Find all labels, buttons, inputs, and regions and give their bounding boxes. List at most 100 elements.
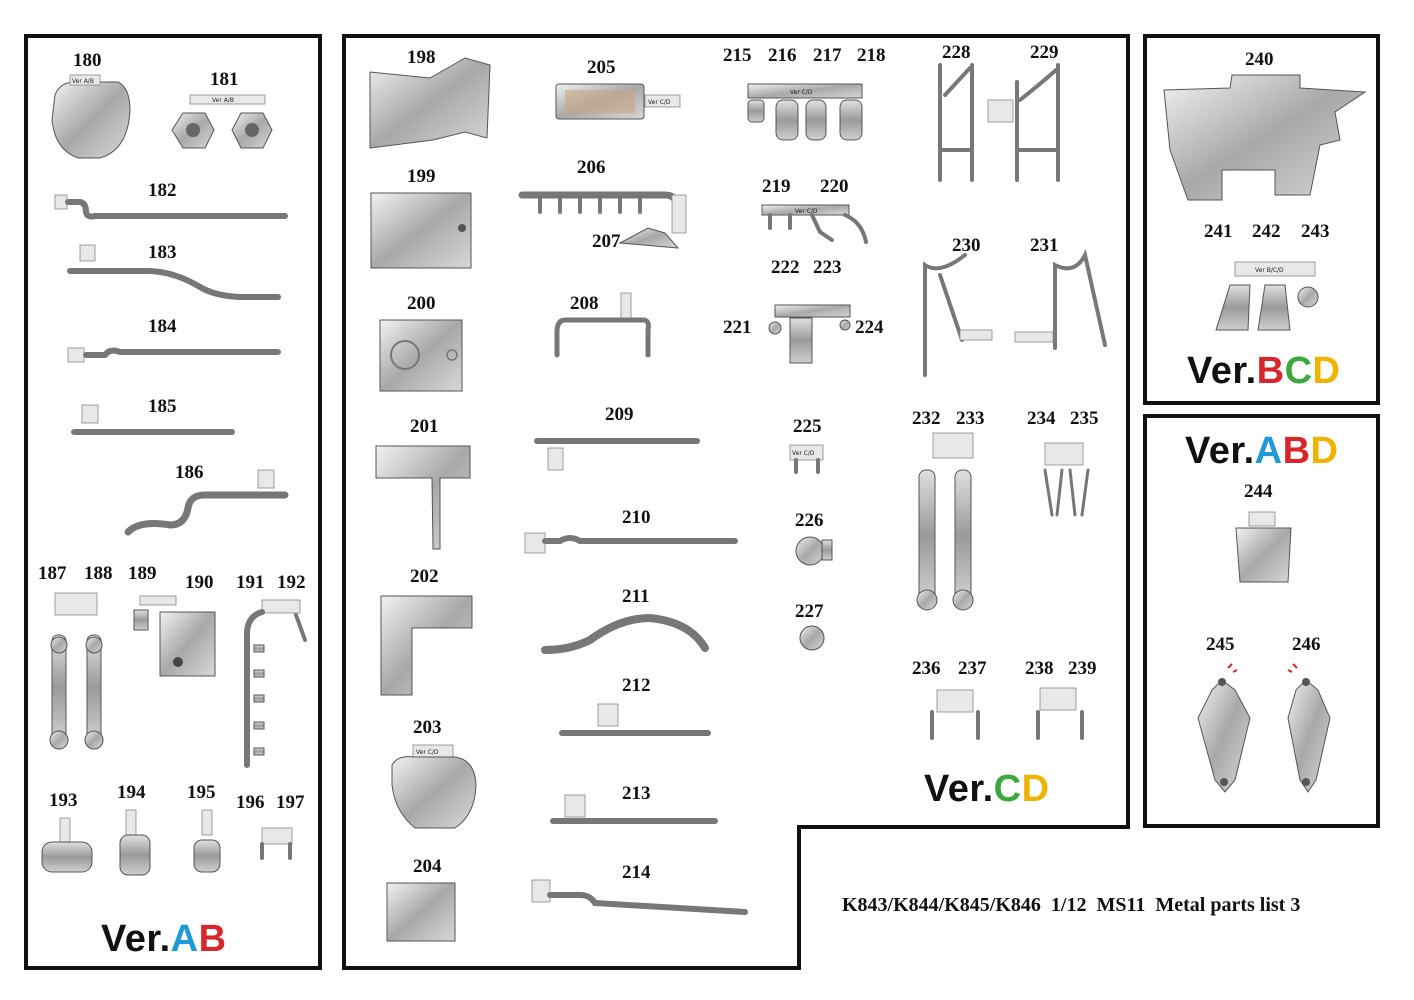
document-title: K843/K844/K845/K846 1/12 MS11 Metal part… (842, 894, 1301, 916)
part-227 (799, 625, 825, 651)
part-number: 211 (622, 586, 650, 607)
part-number: 213 (622, 783, 651, 804)
part-number: 193 (49, 790, 78, 811)
part-number: 182 (148, 180, 177, 201)
part-189-190 (133, 595, 216, 677)
part-number: 241 (1204, 221, 1233, 242)
svg-text:Ver C/D: Ver C/D (795, 208, 818, 215)
part-206 (518, 191, 687, 234)
part-number: 207 (592, 231, 621, 252)
part-number: 180 (73, 50, 102, 71)
part-number: 210 (622, 507, 651, 528)
part-number: 242 (1252, 221, 1281, 242)
part-number: 183 (148, 242, 177, 263)
part-219-220: Ver C/D (761, 204, 868, 244)
part-number: 221 (723, 317, 752, 338)
version-label-ab: Ver.AB (101, 918, 227, 960)
part-207 (618, 227, 680, 249)
part-246 (1287, 663, 1331, 793)
part-number: 195 (187, 782, 216, 803)
part-232-233 (916, 432, 974, 611)
part-193 (41, 817, 93, 873)
part-number: 205 (587, 57, 616, 78)
part-number: 227 (795, 601, 824, 622)
part-number: 232 (912, 408, 941, 429)
part-221-224 (768, 304, 851, 364)
part-number: 236 (912, 658, 941, 679)
part-199 (370, 192, 472, 269)
part-184 (67, 347, 281, 363)
part-number: 214 (622, 862, 651, 883)
svg-text:Ver C/D: Ver C/D (416, 749, 439, 756)
part-240 (1163, 74, 1367, 201)
part-number: 191 (236, 572, 265, 593)
part-number: 187 (38, 563, 67, 584)
part-number: 192 (277, 572, 306, 593)
part-213 (550, 794, 718, 824)
part-183 (67, 244, 281, 300)
part-number: 209 (605, 404, 634, 425)
part-208 (554, 292, 651, 358)
part-number: 217 (813, 45, 842, 66)
part-number: 240 (1245, 49, 1274, 70)
part-number: 239 (1068, 658, 1097, 679)
part-number: 184 (148, 316, 177, 337)
part-number: 204 (413, 856, 442, 877)
part-number: 194 (117, 782, 146, 803)
part-196-197 (260, 827, 293, 860)
part-number: 188 (84, 563, 113, 584)
part-number: 234 (1027, 408, 1056, 429)
part-228-229 (938, 63, 1060, 182)
version-label-bcd: Ver.BCD (1187, 350, 1341, 392)
part-201 (375, 445, 471, 550)
part-number: 225 (793, 416, 822, 437)
part-number: 196 (236, 792, 265, 813)
part-number: 198 (407, 47, 436, 68)
part-number: 224 (855, 317, 884, 338)
part-212 (559, 703, 711, 736)
svg-text:Ver C/D: Ver C/D (792, 450, 815, 457)
part-238-239 (1036, 687, 1084, 740)
part-number: 246 (1292, 634, 1321, 655)
part-number: 220 (820, 176, 849, 197)
part-200 (379, 319, 463, 392)
svg-text:Ver A/B: Ver A/B (212, 97, 234, 104)
panel-ver-cd (342, 34, 1130, 970)
part-number: 245 (1206, 634, 1235, 655)
part-number: 219 (762, 176, 791, 197)
part-number: 201 (410, 416, 439, 437)
part-number: 216 (768, 45, 797, 66)
svg-text:Ver C/D: Ver C/D (648, 99, 671, 106)
part-198 (369, 57, 491, 149)
part-226 (795, 536, 833, 566)
part-214 (531, 879, 748, 915)
part-number: 185 (148, 396, 177, 417)
part-186 (124, 469, 289, 536)
part-209 (534, 438, 700, 471)
part-number: 229 (1030, 42, 1059, 63)
part-number: 200 (407, 293, 436, 314)
part-number: 212 (622, 675, 651, 696)
part-187-188 (49, 592, 104, 750)
part-205: Ver C/D (555, 83, 681, 120)
part-number: 189 (128, 563, 157, 584)
part-234-235 (1043, 442, 1090, 517)
part-182 (54, 194, 288, 220)
part-number: 228 (942, 42, 971, 63)
part-number: 244 (1244, 481, 1273, 502)
part-number: 215 (723, 45, 752, 66)
part-194 (119, 809, 151, 876)
part-number: 203 (413, 717, 442, 738)
part-number: 230 (952, 235, 981, 256)
part-185 (71, 404, 235, 435)
part-number: 206 (577, 157, 606, 178)
part-230-231 (923, 249, 1107, 377)
part-number: 231 (1030, 235, 1059, 256)
svg-text:Ver A/B: Ver A/B (72, 78, 94, 85)
part-202 (380, 595, 473, 696)
part-180: Ver A/B (51, 74, 131, 159)
part-245 (1197, 663, 1251, 793)
part-number: 238 (1025, 658, 1054, 679)
